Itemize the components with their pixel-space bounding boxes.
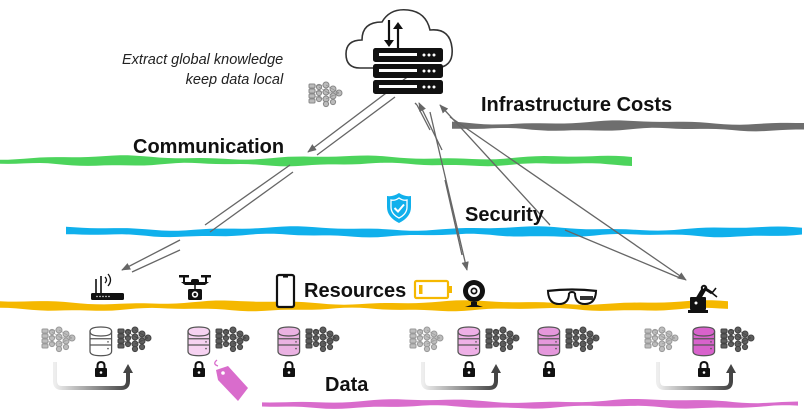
wifi-router-icon (91, 273, 124, 300)
lock-icon (697, 361, 711, 378)
global-model-copy-icon (41, 326, 76, 353)
layer-band-data (262, 399, 798, 409)
cloud-server-icon (345, 8, 453, 94)
robot-arm-icon (688, 284, 718, 313)
arrow-head-icon (491, 364, 501, 373)
arrow-pair-webcam (414, 102, 469, 271)
smartphone-icon (275, 273, 296, 309)
price-tag-icon (214, 359, 248, 401)
local-model-icon (117, 326, 152, 353)
layer-band-communication (0, 155, 632, 167)
communication-arrows (121, 74, 687, 281)
arrow-to-webcam (429, 111, 469, 271)
global-model-icon (308, 81, 343, 108)
local-training-arrow (53, 362, 130, 390)
client-nodes (41, 326, 755, 390)
arrow-to-server-right (439, 104, 551, 226)
arrow-line (564, 229, 681, 279)
local-database-icon (277, 326, 301, 357)
global-model-copy-icon (644, 326, 679, 353)
local-model-icon (485, 326, 520, 353)
arrow-line (209, 171, 294, 233)
caption-text: Extract global knowledge keep data local (122, 50, 283, 90)
lock-icon (542, 361, 556, 378)
caption-line-2: keep data local (185, 72, 284, 88)
up-down-arrows-icon (384, 20, 403, 49)
arrow-to-server (418, 102, 443, 151)
caption-line-1: Extract global knowledge (122, 52, 284, 68)
layer-label-infrastructure: Infrastructure Costs (481, 94, 673, 116)
local-model-icon (720, 326, 755, 353)
local-database-icon (457, 326, 481, 357)
lock-icon (462, 361, 476, 378)
smart-glasses-icon (546, 288, 598, 306)
arrow-line (316, 96, 396, 156)
local-training-arrow (656, 362, 733, 390)
arrow-line (204, 164, 291, 226)
arrow-line (416, 104, 431, 131)
local-database-icon (187, 326, 211, 357)
layer-label-resources: Resources (304, 280, 407, 302)
layer-label-data: Data (325, 374, 369, 396)
layer-bands (0, 120, 804, 409)
arrow-head-icon (123, 364, 133, 373)
layer-label-communication: Communication (133, 136, 285, 158)
arrow-head-icon (726, 364, 736, 373)
arrow-to-router (121, 239, 181, 271)
global-model-copy-icon (409, 326, 444, 353)
layer-band-security (66, 226, 802, 238)
client-node (644, 326, 755, 390)
client-node (277, 326, 340, 378)
arrow-pair-robot (439, 104, 687, 281)
lock-icon (282, 361, 296, 378)
low-battery-icon (413, 279, 452, 300)
arrow-to-robot (449, 116, 687, 281)
shield-check-icon (387, 193, 411, 223)
local-database-icon (89, 326, 113, 357)
local-model-icon (565, 326, 600, 353)
local-database-icon (692, 326, 716, 357)
local-database-icon (537, 326, 561, 357)
server-rack-icon (373, 48, 443, 94)
local-model-icon (305, 326, 340, 353)
layer-band-infrastructure (452, 120, 804, 132)
layer-band-resources (0, 300, 728, 312)
local-training-arrow (421, 362, 498, 390)
lock-icon (192, 361, 206, 378)
lock-icon (94, 361, 108, 378)
client-node (537, 326, 600, 378)
arrow-pair-router (121, 74, 411, 273)
client-node (41, 326, 152, 390)
local-model-icon (215, 326, 250, 353)
layer-label-security: Security (465, 204, 544, 226)
webcam-icon (463, 280, 485, 307)
camera-drone-icon (179, 275, 211, 300)
client-node (409, 326, 520, 390)
arrow-line (444, 179, 463, 256)
arrow-line (131, 249, 181, 273)
